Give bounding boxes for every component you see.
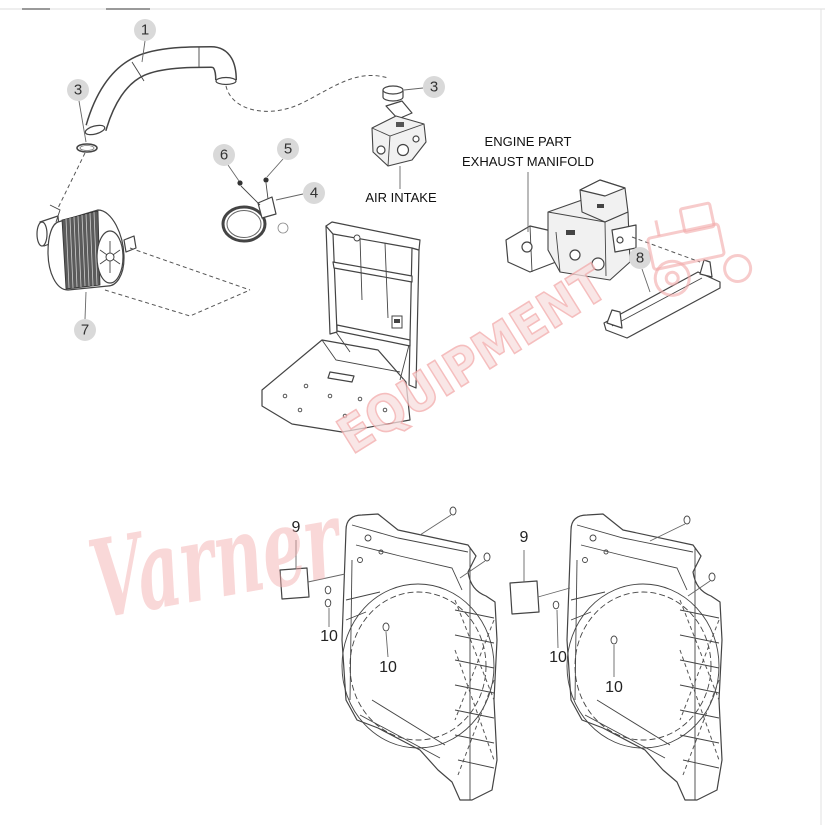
- callout-clamp: 4: [275, 182, 325, 204]
- svg-text:3: 3: [430, 79, 438, 96]
- fan-shroud-left: [341, 513, 498, 801]
- tractor-icon: [646, 201, 753, 297]
- svg-text:10: 10: [549, 649, 567, 666]
- svg-text:9: 9: [292, 519, 301, 536]
- callout-gasket-left: 9: [292, 519, 301, 568]
- callout-hose-ring: 3: [67, 79, 89, 143]
- manifold-to-shield-line: [631, 236, 701, 263]
- intake-cap: [382, 85, 404, 102]
- callout-gasket-right: 9: [520, 529, 529, 582]
- svg-text:1: 1: [141, 22, 149, 39]
- callout-air-filter: 7: [74, 291, 96, 341]
- hose-clamp: [221, 196, 289, 243]
- plugs-right: [552, 515, 716, 645]
- svg-text:8: 8: [636, 250, 644, 267]
- svg-text:9: 9: [520, 529, 529, 546]
- air-intake-label-group: AIR INTAKE: [365, 166, 437, 205]
- callout-clamp-nut: 5: [266, 138, 299, 178]
- hose-ring: [76, 143, 98, 153]
- gasket-right-leader: [537, 587, 571, 598]
- svg-text:6: 6: [220, 147, 228, 164]
- engine-part-label: ENGINE PART: [485, 134, 572, 149]
- fan-shroud-right: [566, 513, 723, 801]
- callout-plug-left-inner: 10: [379, 631, 397, 676]
- air-filter: [36, 204, 137, 291]
- callout-heat-shield: 8: [629, 247, 651, 293]
- hose-connection-line: [225, 74, 389, 112]
- svg-text:3: 3: [74, 82, 82, 99]
- callout-plug-right-outer: 10: [549, 609, 567, 666]
- callout-plug-right-inner: 10: [605, 645, 623, 696]
- filter-to-bracket-line-upper: [129, 247, 251, 291]
- svg-text:10: 10: [379, 659, 397, 676]
- intake-hose: [84, 45, 237, 136]
- gasket-left-leader: [307, 573, 346, 583]
- page-frame: [0, 8, 825, 825]
- callout-plug-left-outer: 10: [320, 608, 338, 645]
- filter-to-bracket-line-lower: [104, 289, 251, 317]
- ring-to-filter-line: [57, 152, 86, 209]
- svg-text:5: 5: [284, 141, 292, 158]
- svg-text:10: 10: [605, 679, 623, 696]
- svg-text:4: 4: [310, 185, 318, 202]
- plugs-left: [324, 506, 491, 632]
- gasket-right: [509, 580, 540, 615]
- callout-hose: 1: [134, 19, 156, 63]
- callout-intake-cap: 3: [403, 76, 445, 98]
- air-intake-housing: [371, 100, 427, 167]
- callout-clamp-screw: 6: [213, 144, 240, 182]
- clamp-nut: [263, 177, 269, 200]
- watermark-script: Varner: [81, 476, 353, 644]
- engine-part-label-group: ENGINE PART EXHAUST MANIFOLD: [462, 134, 594, 232]
- mounting-bracket: [261, 221, 421, 433]
- air-intake-label: AIR INTAKE: [365, 190, 437, 205]
- clamp-screw: [237, 180, 261, 206]
- svg-text:10: 10: [320, 628, 338, 645]
- gasket-left: [279, 567, 310, 600]
- exhaust-manifold-label: EXHAUST MANIFOLD: [462, 154, 594, 169]
- svg-text:7: 7: [81, 322, 89, 339]
- heat-shield: [603, 259, 721, 339]
